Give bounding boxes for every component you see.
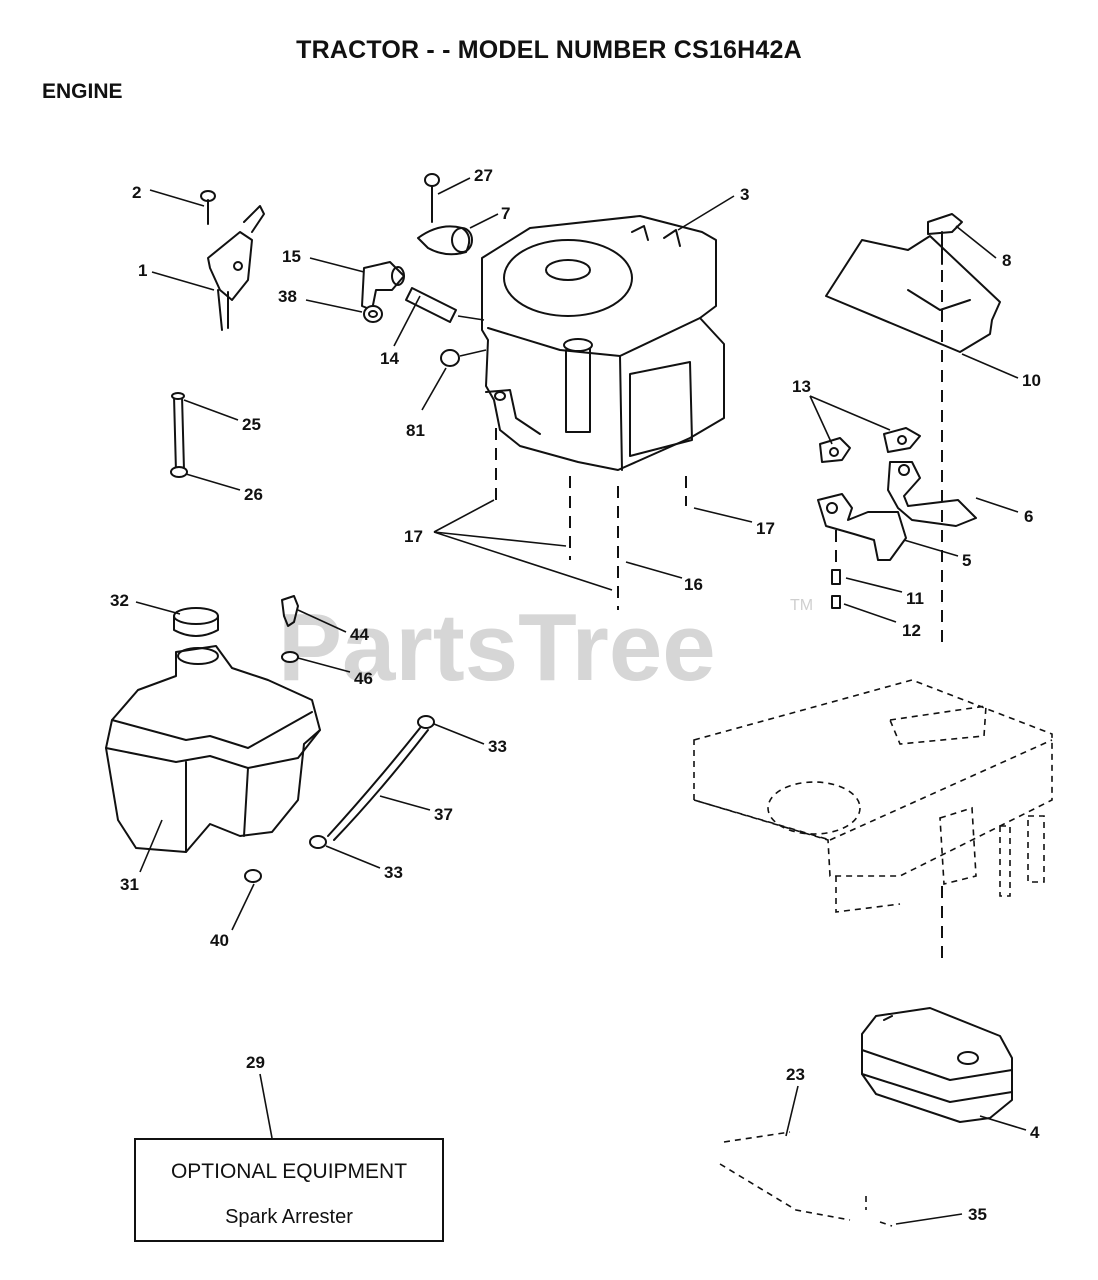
callout-33-bottom: 33 bbox=[384, 863, 403, 882]
fuel-hose-part bbox=[327, 727, 429, 841]
callout-35: 35 bbox=[968, 1205, 987, 1224]
optional-equipment-box: OPTIONAL EQUIPMENT Spark Arrester bbox=[134, 1138, 444, 1242]
dipstick-tube-part bbox=[171, 392, 185, 473]
optional-equipment-item: Spark Arrester bbox=[225, 1206, 353, 1228]
nut-40-part bbox=[244, 869, 262, 883]
callout-5: 5 bbox=[962, 551, 971, 570]
nut-81-part bbox=[440, 349, 460, 367]
callout-32: 32 bbox=[110, 591, 129, 610]
callout-37: 37 bbox=[434, 805, 453, 824]
screw-44-part bbox=[281, 595, 299, 627]
callout-23: 23 bbox=[786, 1065, 805, 1084]
fuel-cap-part bbox=[173, 607, 219, 637]
callout-labels: 2 27 7 3 1 15 38 14 8 10 81 25 26 13 17 … bbox=[110, 166, 1041, 1224]
callout-4: 4 bbox=[1030, 1123, 1040, 1142]
nut-38-part bbox=[363, 305, 383, 323]
watermark-text: PartsTree bbox=[278, 594, 716, 701]
page-title: TRACTOR - - MODEL NUMBER CS16H42A bbox=[296, 36, 802, 64]
callout-leaders bbox=[135, 177, 1027, 1225]
callout-1: 1 bbox=[138, 261, 147, 280]
throttle-control-part bbox=[207, 205, 265, 331]
callout-29: 29 bbox=[246, 1053, 265, 1072]
exhaust-pipe-5-part bbox=[817, 493, 907, 561]
callout-46: 46 bbox=[354, 669, 373, 688]
callout-15: 15 bbox=[282, 247, 301, 266]
callout-8: 8 bbox=[1002, 251, 1011, 270]
gasket-13-part bbox=[819, 427, 921, 463]
muffler-part bbox=[861, 1007, 1013, 1123]
hose-clamp-33-top-part bbox=[417, 715, 435, 729]
callout-12: 12 bbox=[902, 621, 921, 640]
washer-46-part bbox=[281, 651, 299, 663]
tube-14-part bbox=[405, 287, 457, 323]
callout-16: 16 bbox=[684, 575, 703, 594]
tractor-frame-outline bbox=[693, 679, 1053, 913]
callout-17-left: 17 bbox=[404, 527, 423, 546]
grommet-part bbox=[170, 466, 188, 478]
callout-17-right: 17 bbox=[756, 519, 775, 538]
bolt-11-part bbox=[831, 569, 841, 585]
callout-26: 26 bbox=[244, 485, 263, 504]
fuel-tank-part bbox=[105, 645, 321, 853]
section-title: ENGINE bbox=[42, 80, 123, 103]
screw-part bbox=[200, 190, 216, 225]
callout-11: 11 bbox=[906, 589, 924, 608]
callout-81: 81 bbox=[406, 421, 425, 440]
engine-part bbox=[481, 215, 725, 471]
callout-44: 44 bbox=[350, 625, 369, 644]
callout-7: 7 bbox=[501, 204, 510, 223]
callout-25: 25 bbox=[242, 415, 261, 434]
callout-2: 2 bbox=[132, 183, 141, 202]
callout-31: 31 bbox=[120, 875, 139, 894]
callout-3: 3 bbox=[740, 185, 749, 204]
heat-shield-part bbox=[825, 235, 1001, 353]
clamp-7-part bbox=[417, 225, 473, 256]
optional-equipment-title: OPTIONAL EQUIPMENT bbox=[170, 1160, 408, 1183]
bolt-12-part bbox=[831, 595, 841, 609]
callout-13: 13 bbox=[792, 377, 811, 396]
callout-33-top: 33 bbox=[488, 737, 507, 756]
callout-40: 40 bbox=[210, 931, 229, 950]
callout-10: 10 bbox=[1022, 371, 1041, 390]
spark-arrester-outline bbox=[719, 1131, 893, 1227]
callout-14: 14 bbox=[380, 349, 399, 368]
callout-38: 38 bbox=[278, 287, 297, 306]
screw-27-part bbox=[424, 173, 440, 223]
elbow-fitting-part bbox=[361, 261, 405, 311]
exhaust-pipe-6-part bbox=[887, 461, 977, 527]
hose-clamp-33-bottom-part bbox=[309, 835, 327, 849]
watermark-trademark: TM bbox=[790, 597, 813, 614]
callout-27: 27 bbox=[474, 166, 493, 185]
callout-6: 6 bbox=[1024, 507, 1033, 526]
